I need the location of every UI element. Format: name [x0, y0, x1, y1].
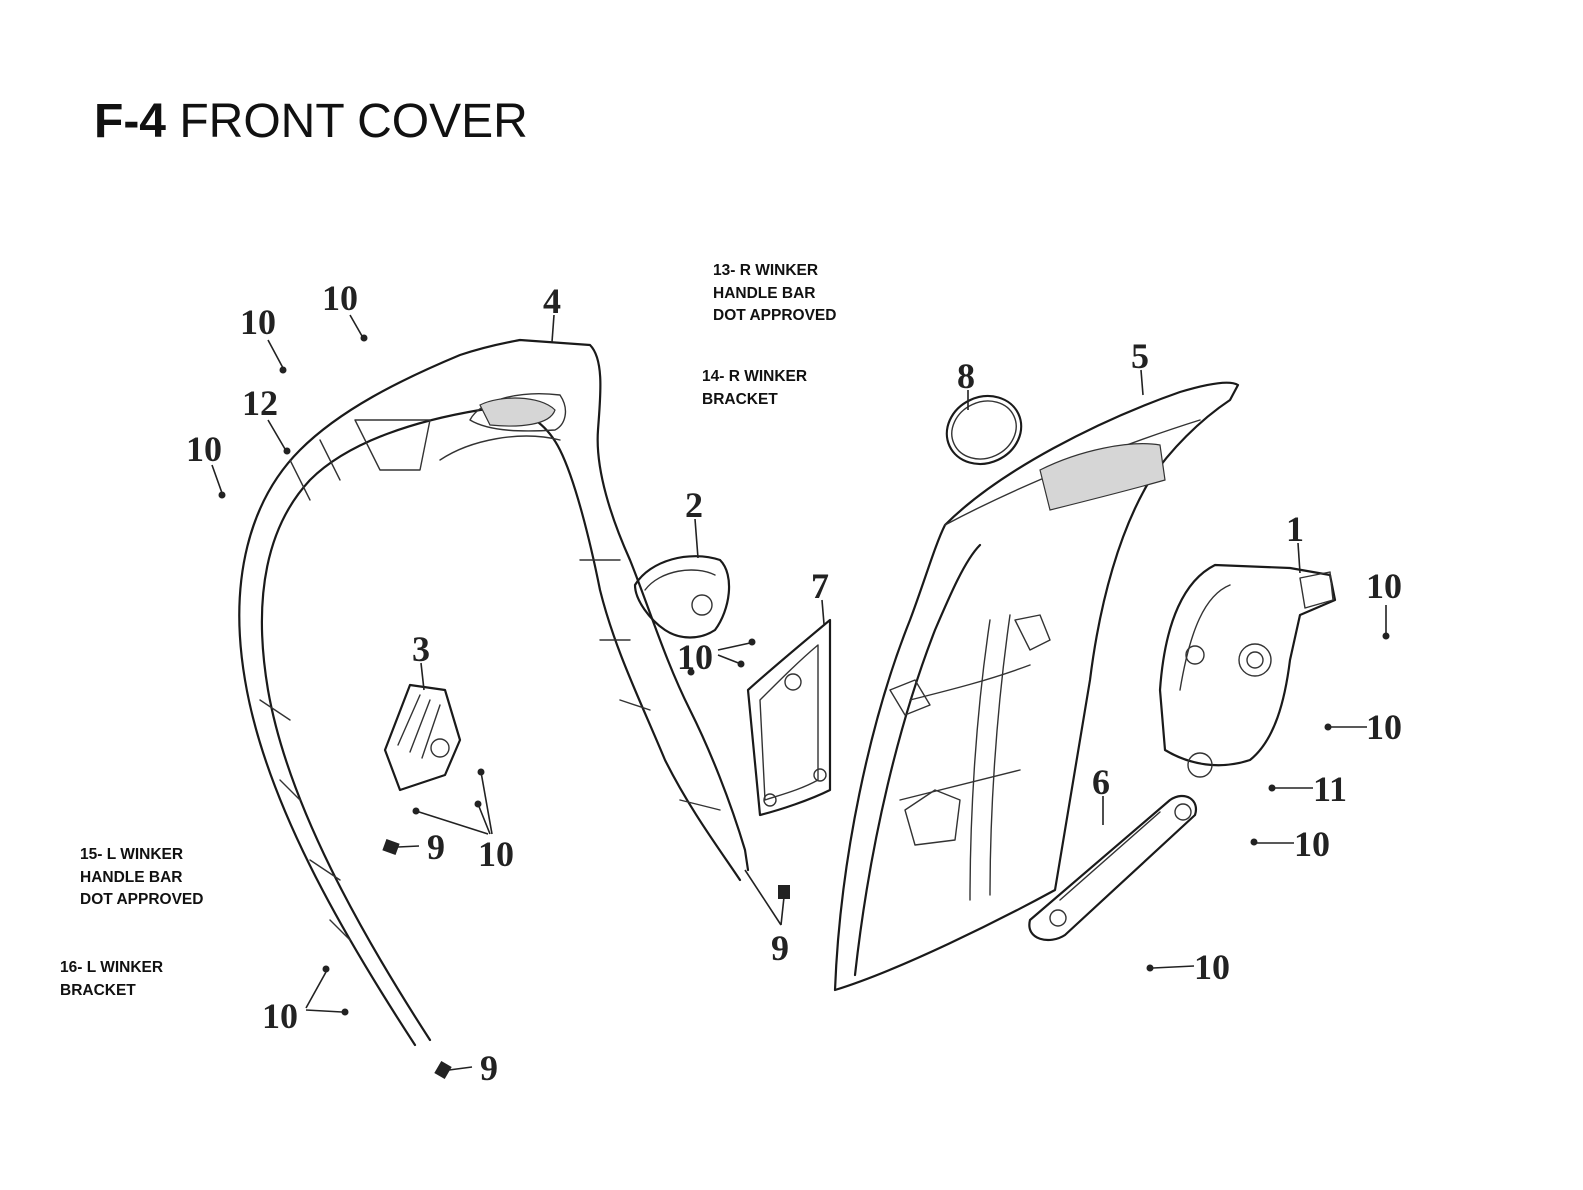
clip-9 — [778, 885, 790, 899]
callout-10: 10 — [1366, 566, 1402, 606]
diagram-name: FRONT COVER — [179, 95, 528, 148]
callout-10: 10 — [262, 996, 298, 1036]
note-l-winker-handle-bar: 15- L WINKER HANDLE BAR DOT APPROVED — [80, 844, 203, 912]
note-line: HANDLE BAR — [80, 868, 183, 886]
callout-7: 7 — [811, 566, 829, 606]
part-7-trim-panel — [746, 618, 832, 817]
callout-12: 12 — [242, 383, 278, 423]
callout-10: 10 — [240, 302, 276, 342]
callout-9: 9 — [427, 827, 445, 867]
note-line: DOT APPROVED — [713, 307, 837, 324]
callout-10: 10 — [677, 637, 713, 677]
note-r-winker-bracket: 14- R WINKER BRACKET — [702, 366, 807, 411]
callout-10: 10 — [1294, 824, 1330, 864]
callout-10: 10 — [478, 834, 514, 874]
callout-1: 1 — [1286, 509, 1304, 549]
note-line: 13- R WINKER — [713, 262, 819, 279]
note-line: 15- L WINKER — [80, 846, 184, 863]
callout-10: 10 — [322, 278, 358, 318]
part-5-inner-panel — [833, 381, 1240, 992]
callout-11: 11 — [1313, 769, 1347, 809]
callout-10: 10 — [1194, 947, 1230, 987]
part-4-front-cover — [238, 338, 750, 1047]
callout-5: 5 — [1131, 336, 1149, 376]
callout-6: 6 — [1092, 762, 1110, 802]
clip-9 — [434, 1060, 452, 1080]
part-2-lamp-housing — [633, 555, 731, 639]
diagram-code: F-4 — [94, 95, 166, 148]
clip-9 — [382, 838, 400, 856]
page-title: F-4 FRONT COVER — [94, 92, 528, 152]
part-8-o-ring — [945, 394, 1023, 466]
callout-8: 8 — [957, 356, 975, 396]
callout-10: 10 — [186, 429, 222, 469]
note-line: BRACKET — [60, 981, 136, 999]
part-1-headlamp — [1158, 563, 1337, 778]
leader-lines — [211, 314, 1387, 1071]
callout-9: 9 — [480, 1048, 498, 1088]
note-line: 14- R WINKER — [702, 368, 808, 385]
note-line: BRACKET — [702, 390, 778, 408]
note-line: DOT APPROVED — [80, 891, 204, 908]
part-3-bracket — [383, 683, 462, 792]
callout-3: 3 — [412, 629, 430, 669]
callout-2: 2 — [685, 485, 703, 525]
callout-9: 9 — [771, 928, 789, 968]
callouts: 1 2 3 4 5 6 7 8 9 9 9 10 10 10 10 10 10 … — [186, 278, 1402, 1088]
callout-4: 4 — [543, 281, 561, 321]
note-l-winker-bracket: 16- L WINKER BRACKET — [60, 957, 163, 1002]
part-6-link-bracket — [1028, 794, 1198, 942]
note-line: 16- L WINKER — [60, 959, 164, 976]
callout-10: 10 — [1366, 707, 1402, 747]
note-line: HANDLE BAR — [713, 284, 816, 302]
note-r-winker-handle-bar: 13- R WINKER HANDLE BAR DOT APPROVED — [713, 260, 836, 328]
part-8-o-ring-inner — [951, 400, 1017, 460]
